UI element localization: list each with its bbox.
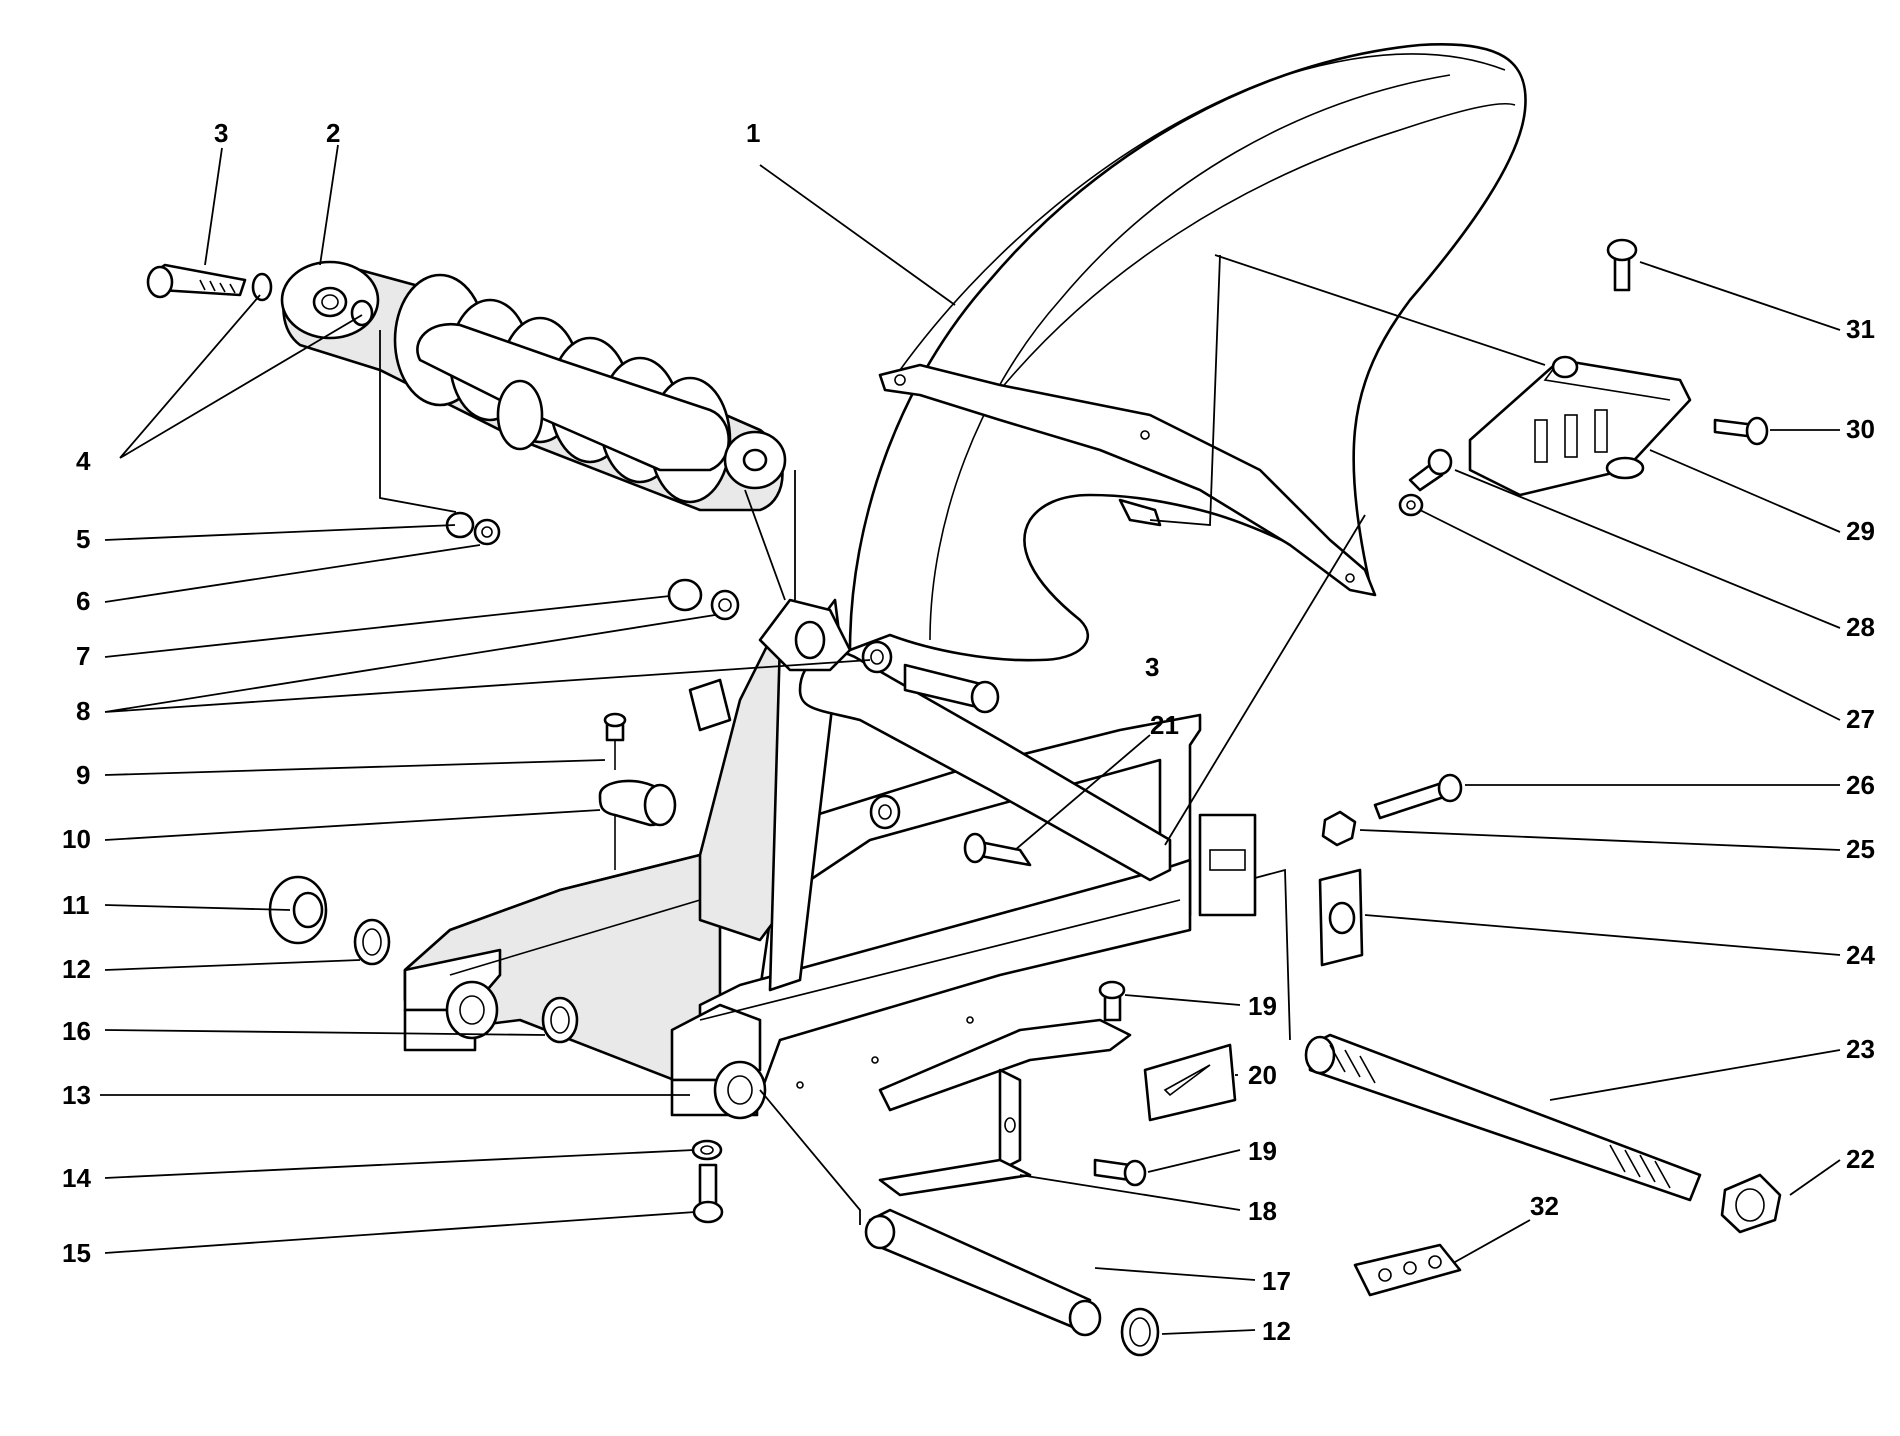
callout-12a: 12	[62, 954, 91, 984]
callout-28: 28	[1846, 612, 1875, 642]
callout-6: 6	[76, 586, 90, 616]
callout-21: 21	[1150, 710, 1179, 740]
swingarm	[403, 598, 1257, 1120]
screw-28	[1408, 448, 1453, 492]
chain-link-32	[1353, 1243, 1462, 1297]
bolt-3-lower	[903, 663, 1000, 714]
washer-bolt-14-15	[691, 1139, 724, 1224]
callout-labels: 1 2 3 3 4 5 6 7 8 9 10 11 12 12 13 14 15…	[62, 118, 1875, 1346]
callout-9: 9	[76, 760, 90, 790]
callout-26: 26	[1846, 770, 1875, 800]
callout-23: 23	[1846, 1034, 1875, 1064]
adjuster-bolt-26	[1373, 773, 1463, 820]
callout-30: 30	[1846, 414, 1875, 444]
callout-22: 22	[1846, 1144, 1875, 1174]
callout-14: 14	[62, 1163, 91, 1193]
callout-20: 20	[1248, 1060, 1277, 1090]
rear-mudguard	[848, 42, 1527, 662]
callout-4: 4	[76, 446, 91, 476]
callout-16: 16	[62, 1016, 91, 1046]
chain-guard-18	[878, 1018, 1132, 1197]
seal-12-lower	[1120, 1307, 1160, 1357]
wheel-nut-22	[1720, 1173, 1782, 1234]
callout-10: 10	[62, 824, 91, 854]
leader-lines	[100, 144, 1841, 1335]
callout-19a: 19	[1248, 991, 1277, 1021]
screw-31	[1606, 238, 1638, 292]
callout-7: 7	[76, 641, 90, 671]
callout-25: 25	[1846, 834, 1875, 864]
callout-5: 5	[76, 524, 90, 554]
callout-17: 17	[1262, 1266, 1291, 1296]
pivot-pin-17	[864, 1208, 1102, 1337]
adjuster-plate-24	[1318, 868, 1364, 967]
callout-27: 27	[1846, 704, 1875, 734]
callout-12b: 12	[1262, 1316, 1291, 1346]
callout-32: 32	[1530, 1191, 1559, 1221]
seal-16	[541, 996, 579, 1044]
callout-13: 13	[62, 1080, 91, 1110]
callout-19b: 19	[1248, 1136, 1277, 1166]
seal-12-upper	[353, 918, 391, 966]
callout-3a: 3	[214, 118, 228, 148]
screws-19	[1093, 980, 1147, 1187]
screw-30	[1713, 416, 1769, 446]
washer-27	[1398, 493, 1424, 517]
stud-21	[963, 832, 1032, 867]
warning-label-20	[1143, 1043, 1237, 1122]
screw-clamp-9-10	[598, 712, 677, 870]
rear-shock-absorber	[280, 260, 787, 512]
callout-3b: 3	[1145, 652, 1159, 682]
callout-18: 18	[1248, 1196, 1277, 1226]
callout-1: 1	[746, 118, 760, 148]
callout-29: 29	[1846, 516, 1875, 546]
adjuster-nut-25	[1321, 810, 1357, 847]
callout-31: 31	[1846, 314, 1875, 344]
callout-8: 8	[76, 696, 90, 726]
bolt-3-upper	[146, 263, 247, 299]
spacers-5-6	[445, 511, 501, 546]
washer-4	[251, 272, 374, 327]
bushings-7-8	[667, 578, 893, 674]
callout-24: 24	[1846, 940, 1875, 970]
wheel-axle-23	[1304, 1033, 1702, 1202]
callout-11: 11	[62, 890, 90, 920]
callout-2: 2	[326, 118, 340, 148]
chain-slider-29	[1468, 355, 1692, 497]
callout-15: 15	[62, 1238, 91, 1268]
